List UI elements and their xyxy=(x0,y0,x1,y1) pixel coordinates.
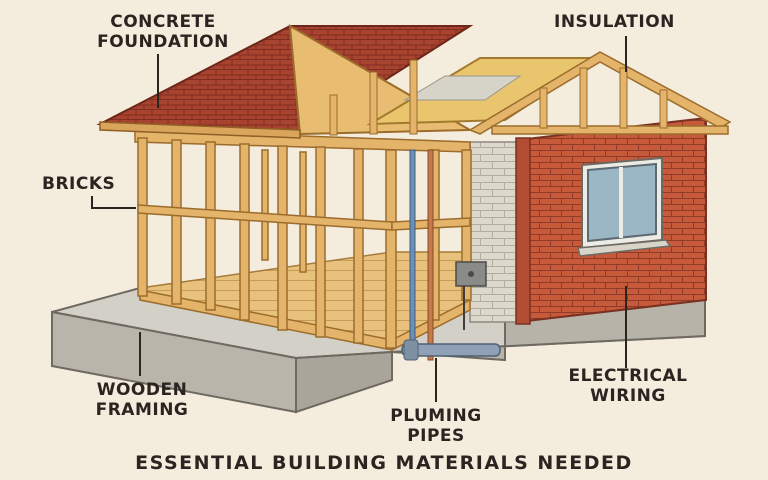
label-bricks: BRICKS xyxy=(42,174,116,194)
electrical-box xyxy=(455,261,487,330)
leader-lines xyxy=(91,36,627,402)
label-plumbing-pipes: PLUMING PIPES xyxy=(390,406,482,446)
plumbing-pipes xyxy=(401,149,501,361)
roof xyxy=(96,24,732,139)
label-wooden-framing: WOODEN FRAMING xyxy=(95,380,189,420)
label-concrete-foundation: CONCRETE FOUNDATION xyxy=(97,12,229,52)
window xyxy=(577,156,672,257)
label-insulation: INSULATION xyxy=(554,12,675,32)
caption: ESSENTIAL BUILDING MATERIALS NEEDED xyxy=(135,452,633,474)
label-electrical-wiring: ELECTRICAL WIRING xyxy=(568,366,688,406)
block-wall xyxy=(469,141,519,323)
